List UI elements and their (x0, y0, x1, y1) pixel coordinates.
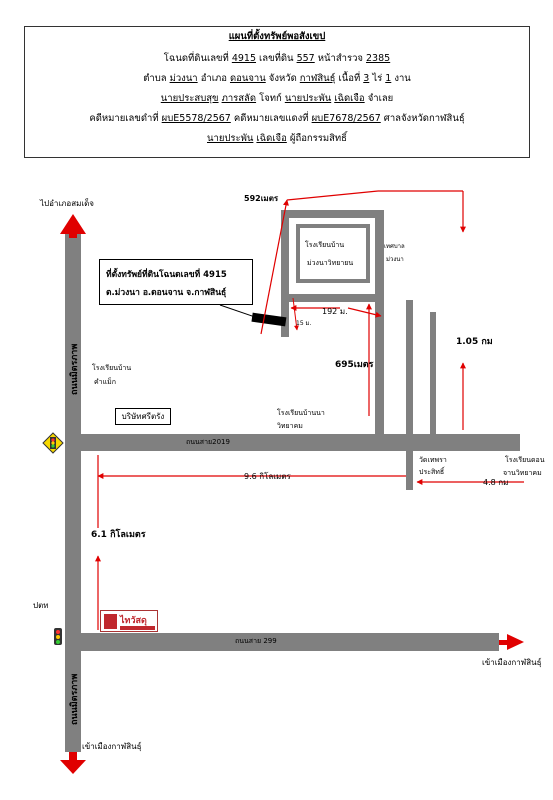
traffic-signal-icon (54, 628, 62, 645)
road-2019 (65, 434, 520, 451)
highway-vertical (65, 232, 81, 752)
arrow-592-top (286, 190, 379, 201)
label-dist-192: 192 ม. (322, 307, 348, 316)
property-callout: ที่ตั้งทรัพย์ที่ดินโฉนดเลขที่ 4915 ต.ม่ว… (99, 259, 253, 305)
deed-label: โฉนดที่ดินเลขที่ (163, 53, 229, 64)
label-to-kalasin-east: เข้าเมืองกาฬสินธุ์ (482, 658, 542, 667)
arrow-592-left (260, 199, 289, 335)
callout-line-1: ที่ตั้งทรัพย์ที่ดินโฉนดเลขที่ 4915 (106, 270, 227, 280)
label-school-don-2: จานวิทยาคม (503, 469, 542, 477)
label-highway-bottom: ถนนมิตรภาพ (70, 673, 80, 725)
area-label: เนื้อที่ (338, 73, 361, 84)
case-line: คดีหมายเลขดำที่ ผบE5578/2567 คดีหมายเลขแ… (25, 113, 529, 125)
court-name: ศาลจังหวัดกาฬสินธุ์ (383, 113, 465, 124)
area-rai: 3 (363, 73, 370, 84)
property-marker (251, 312, 287, 327)
arrow-south-kalasin (60, 760, 86, 774)
label-school-muangna: โรงเรียนบ้าน (305, 241, 345, 249)
arrow-east-kalasin (507, 634, 524, 650)
logo-name: ไทวัสดุ (120, 616, 147, 626)
arrow-192-right (347, 307, 382, 318)
label-highway-top: ถนนมิตรภาพ (70, 343, 80, 395)
label-school-kham: โรงเรียนบ้าน (92, 364, 132, 372)
label-school-muangna-2: ม่วงนาวิทยายน (307, 259, 354, 267)
label-school-mn: โรงเรียนบ้านนา (277, 409, 325, 417)
plaintiff-surname: ภารสลัด (221, 93, 257, 104)
village-road-d (430, 312, 436, 436)
road-299 (65, 633, 499, 651)
village-road-top (281, 210, 384, 218)
area-ngan: 1 (385, 73, 392, 84)
arrow-east-stem (499, 640, 509, 645)
label-road-299: ถนนสาย 299 (235, 637, 277, 645)
land-no-label: เลขที่ดิน (259, 53, 294, 64)
plaintiff-label: โจทก์ (259, 93, 282, 104)
logo-house-icon (104, 614, 117, 629)
arrow-15 (292, 297, 299, 331)
ngan-unit: งาน (394, 73, 411, 84)
village-road-a (281, 213, 289, 337)
school-compound (296, 224, 370, 283)
defendant-name: นายประพัน (284, 93, 332, 104)
plaintiff-name: นายประสบสุข (160, 93, 219, 104)
callout-line-2: ต.ม่วงนา อ.ดอนจาน จ.กาฬสินธุ์ (106, 288, 227, 298)
traffic-light-icon (42, 432, 64, 454)
red-case-label: คดีหมายเลขแดงที่ (233, 113, 309, 124)
owner-label: ผู้ถือกรรมสิทธิ์ (289, 133, 347, 144)
red-case-number: ผบE7678/2567 (311, 113, 381, 124)
land-number: 557 (296, 53, 315, 64)
arrow-north-stem (69, 232, 77, 238)
subdistrict-label: ตำบล (143, 73, 167, 84)
parties-line: นายประสบสุข ภารสลัด โจทก์ นายประพัน เฉิด… (25, 93, 529, 105)
label-municipality: เทศบาล (384, 243, 405, 250)
label-road-2019: ถนนสาย2019 (186, 438, 230, 446)
arrow-south-stem (69, 752, 77, 762)
village-road-mid (281, 294, 384, 302)
label-to-kalasin-south: เข้าเมืองกาฬสินธุ์ (82, 742, 142, 751)
rai-unit: ไร่ (372, 73, 383, 84)
village-road-c (406, 300, 413, 490)
label-school-kham-2: คำแม็ก (94, 378, 116, 386)
village-road-b (375, 210, 384, 436)
label-ptt: ปตท (33, 601, 49, 610)
property-info-box: แผนที่ตั้งทรัพย์พอสังเขป โฉนดที่ดินเลขที… (24, 26, 530, 158)
label-dist-592: 592เมตร (244, 194, 279, 203)
label-company: บริษัทศรีตรัง (115, 408, 171, 425)
black-case-number: ผบE5578/2567 (161, 113, 231, 124)
deed-line: โฉนดที่ดินเลขที่ 4915 เลขที่ดิน 557 หน้า… (25, 53, 529, 65)
arrow-north-somdet (60, 214, 86, 234)
location-line: ตำบล ม่วงนา อำเภอ ดอนจาน จังหวัด กาฬสินธ… (25, 73, 529, 85)
label-wat: วัดเทพรา (419, 456, 447, 464)
label-dist-695: 695เมตร (335, 360, 374, 370)
label-dist-61: 6.1 กิโลเมตร (91, 530, 146, 540)
label-school-don: โรงเรียนดอน (505, 456, 545, 464)
label-dist-105: 1.05 กม (456, 337, 493, 347)
subdistrict-value: ม่วงนา (169, 73, 198, 84)
label-school-mn-2: วิทยาคม (277, 422, 303, 430)
district-label: อำเภอ (200, 73, 227, 84)
deed-number: 4915 (231, 53, 257, 64)
owner-surname: เฉิดเจือ (256, 133, 287, 144)
survey-page: 2385 (366, 53, 391, 64)
label-dist-15: 15 ม. (296, 320, 312, 327)
owner-line: นายประพัน เฉิดเจือ ผู้ถือกรรมสิทธิ์ (25, 133, 529, 145)
owner-name: นายประพัน (207, 133, 254, 144)
logo-bar (120, 626, 155, 630)
defendant-label: จำเลย (367, 93, 394, 104)
black-case-label: คดีหมายเลขดำที่ (89, 113, 159, 124)
province-value: กาฬสินธุ์ (299, 73, 336, 84)
district-value: ดอนจาน (229, 73, 266, 84)
province-label: จังหวัด (268, 73, 297, 84)
label-dist-48: 4.8 กม (483, 478, 509, 487)
label-dist-96: 9.6 กิโลเมตร (244, 472, 291, 481)
label-to-somdet: ไปอำเภอสมเด็จ (40, 199, 94, 208)
callout-pointer (219, 304, 259, 319)
label-wat-2: ประสิทธิ์ (419, 468, 445, 476)
survey-label: หน้าสำรวจ (317, 53, 363, 64)
thaiwatsadu-logo: ไทวัสดุ (100, 610, 158, 632)
map-title: แผนที่ตั้งทรัพย์พอสังเขป (228, 31, 326, 42)
label-municipality-2: ม่วงนา (386, 256, 404, 263)
defendant-surname: เฉิดเจือ (334, 93, 365, 104)
